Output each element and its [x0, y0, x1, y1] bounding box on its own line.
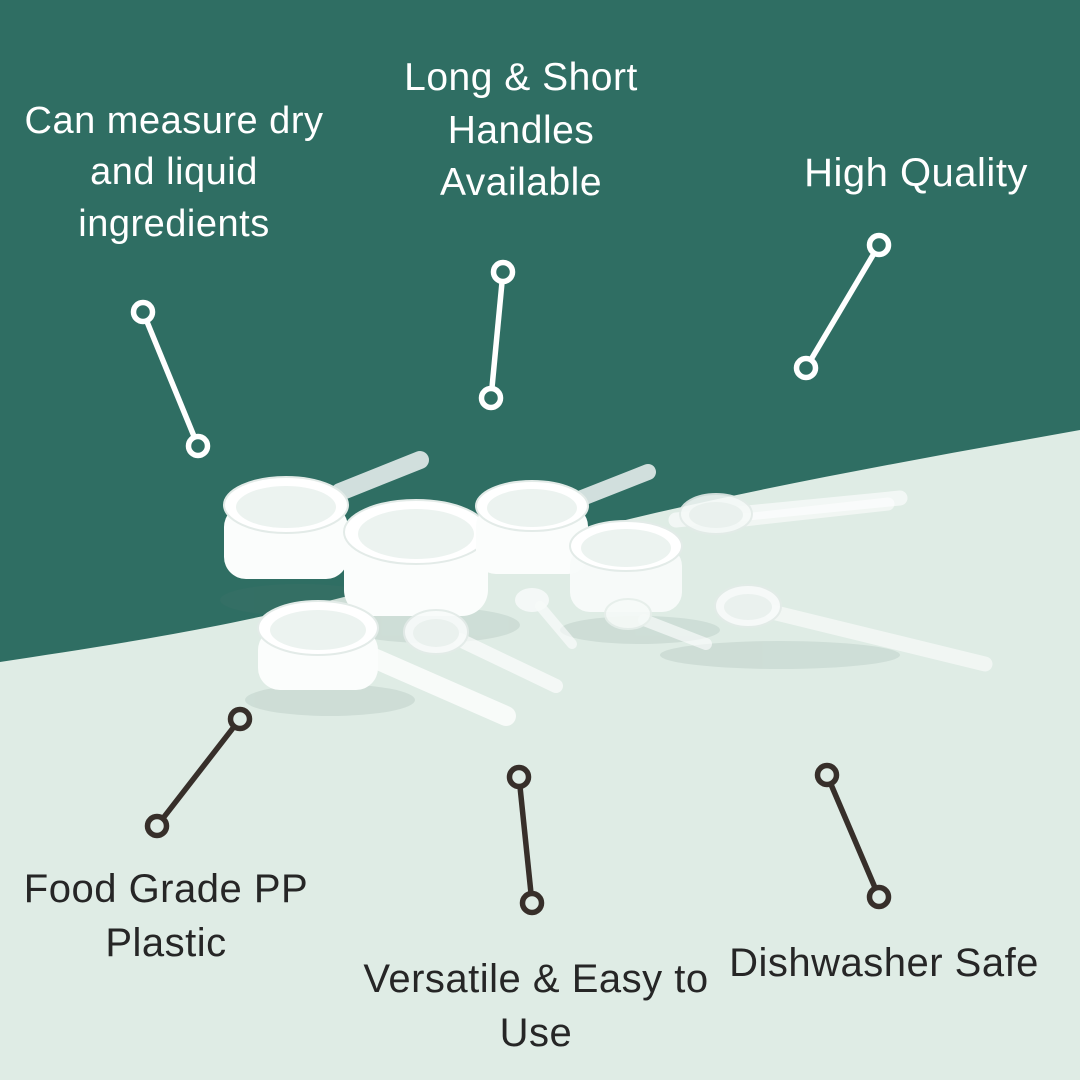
callout-label-measure: Can measure dry and liquid ingredients — [24, 100, 324, 245]
callout-label-versatile: Versatile & Easy to Use — [363, 957, 709, 1055]
background-bottom — [0, 430, 1080, 1080]
scoop-cups — [223, 476, 782, 690]
connector-versatile — [506, 764, 545, 916]
connector-handles — [478, 259, 516, 411]
callout-label-handles: Long & Short Handles Available — [404, 56, 638, 205]
callout-label-foodgrade: Food Grade PP Plastic — [23, 867, 309, 965]
callout-label-dishwasher: Dishwasher Safe — [729, 941, 1039, 985]
connector-measure — [130, 299, 211, 459]
connector-foodgrade — [144, 706, 253, 839]
connector-quality — [793, 232, 892, 381]
connector-dishwasher — [814, 762, 892, 910]
callout-label-quality: High Quality — [804, 151, 1028, 195]
